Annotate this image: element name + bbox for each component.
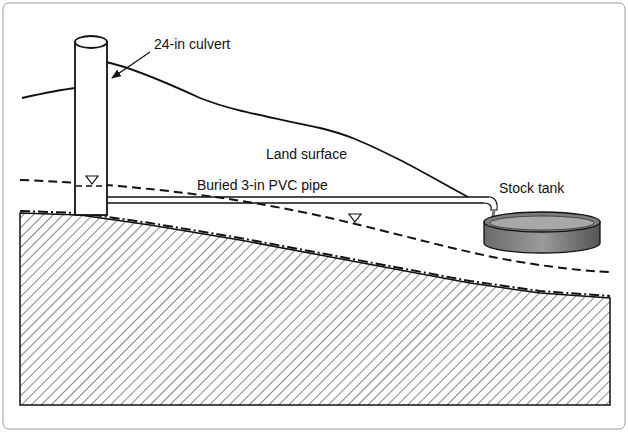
culvert-body <box>75 42 107 215</box>
pvc-pipe <box>107 196 490 197</box>
stock-tank-water <box>490 216 594 230</box>
pvc-pipe <box>107 202 484 203</box>
water-level-symbol <box>349 214 361 222</box>
culvert-top <box>75 36 107 48</box>
stock-tank-rim <box>484 212 600 232</box>
bedrock-contact-line <box>20 211 610 296</box>
frame <box>3 3 625 429</box>
bedrock-hatch <box>20 213 610 405</box>
callout-label: 24-in culvert <box>152 36 232 52</box>
surface-label: Land surface <box>264 146 349 162</box>
leader-arrow <box>112 52 150 78</box>
land-surface-line <box>106 62 468 197</box>
pipe-label: Buried 3-in PVC pipe <box>195 177 330 193</box>
water-table <box>20 180 612 272</box>
culvert-water-level <box>76 185 106 187</box>
water-level-symbol <box>86 176 98 184</box>
land-surface-line <box>22 88 76 98</box>
pipe-outlet <box>484 197 497 210</box>
tank-label: Stock tank <box>497 180 566 196</box>
